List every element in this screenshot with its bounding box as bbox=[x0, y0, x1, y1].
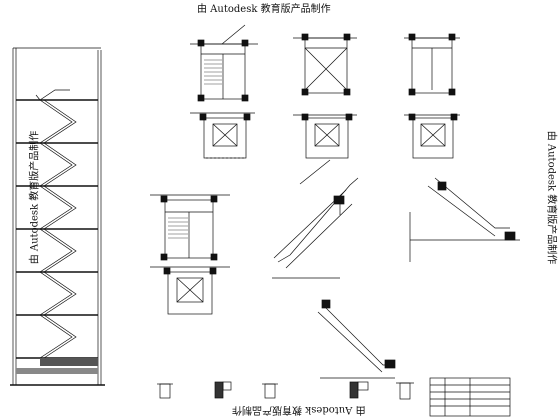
stair-plan-3 bbox=[404, 33, 460, 96]
stair-flight-section-3 bbox=[317, 299, 396, 379]
stair-section-elevation bbox=[10, 47, 105, 386]
landing-plan-1 bbox=[190, 112, 255, 159]
landing-plan-2 bbox=[293, 113, 357, 159]
watermark-top: 由 Autodesk 教育版产品制作 bbox=[197, 4, 331, 15]
ground-stair-plan bbox=[150, 194, 230, 261]
stair-plan-2 bbox=[293, 33, 357, 96]
stair-flight-section-1 bbox=[272, 159, 359, 279]
schedule-table bbox=[429, 377, 511, 417]
stair-plan-1 bbox=[190, 24, 258, 102]
stair-flight-section-2 bbox=[409, 177, 520, 262]
landing-plan-3 bbox=[404, 113, 460, 159]
detail-row bbox=[157, 381, 414, 400]
ground-landing-plan bbox=[150, 266, 230, 315]
